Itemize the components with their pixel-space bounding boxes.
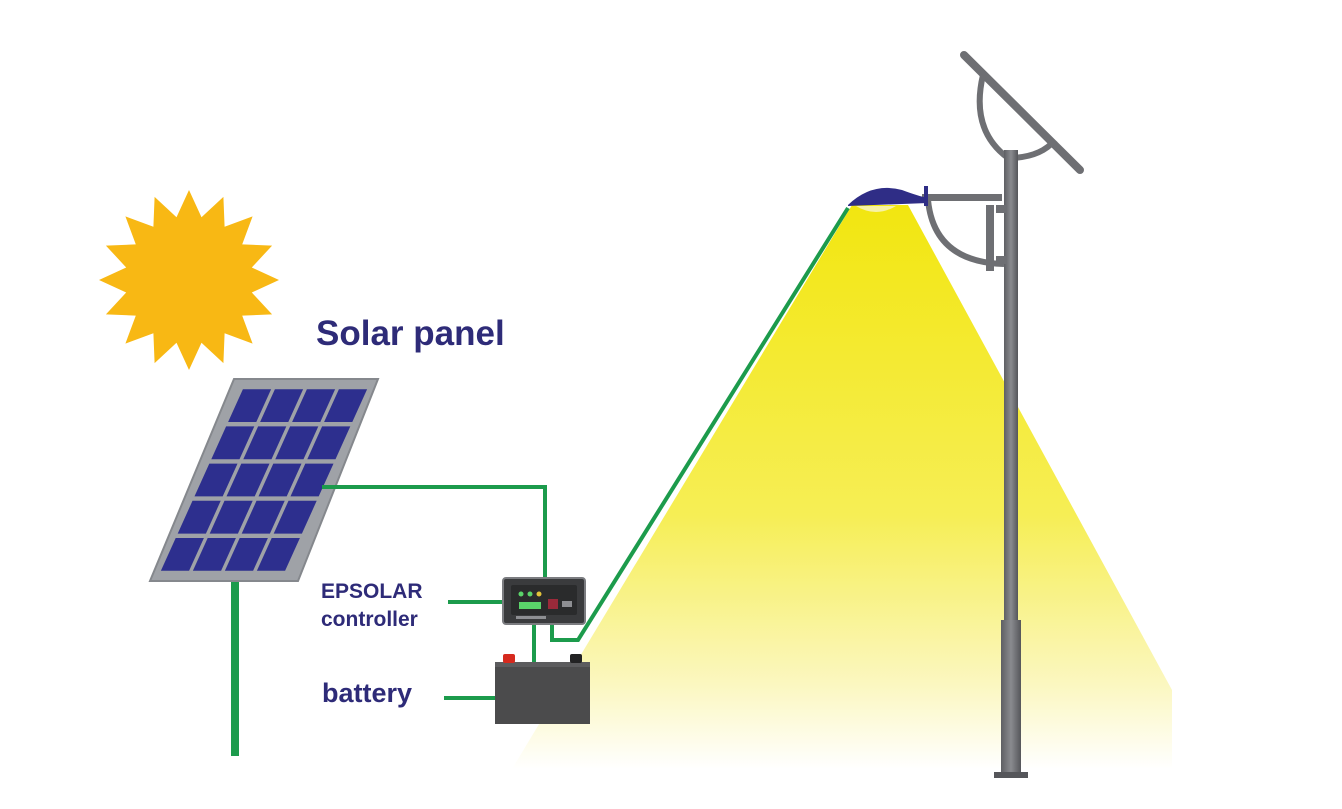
- solar-cell: [256, 538, 300, 571]
- solar-cell: [224, 538, 268, 571]
- sun-icon: [99, 190, 279, 370]
- solar-cell: [160, 538, 204, 571]
- street-light-icon: [848, 51, 1084, 778]
- solar-cell: [177, 500, 221, 534]
- controller-label-line2: controller: [321, 608, 418, 631]
- solar-cell: [275, 426, 319, 460]
- solar-panel-pole: [231, 578, 239, 756]
- solar-cell: [273, 500, 317, 534]
- controller-label-line1: EPSOLAR: [321, 580, 423, 603]
- battery-label: battery: [322, 678, 413, 708]
- solar-cell: [243, 426, 287, 460]
- solar-cell: [324, 389, 368, 422]
- solar-panel-label: Solar panel: [316, 314, 505, 353]
- wiring: [322, 206, 850, 700]
- light-beam: [512, 205, 1172, 769]
- solar-cell: [292, 389, 336, 422]
- charge-controller-icon: [502, 577, 586, 625]
- solar-cell: [307, 426, 351, 460]
- solar-cell: [260, 389, 304, 422]
- wire-controller-to-lamp: [550, 206, 850, 642]
- controller-label: EPSOLAR controller: [321, 578, 423, 634]
- solar-cell: [226, 463, 270, 497]
- solar-panel-icon: [148, 378, 380, 582]
- battery-icon: [495, 654, 590, 724]
- solar-cell: [194, 463, 238, 497]
- solar-cell: [228, 389, 272, 422]
- solar-cell: [241, 500, 285, 534]
- solar-cell: [258, 463, 302, 497]
- solar-cell: [290, 463, 334, 497]
- wire-panel-to-controller: [322, 485, 547, 578]
- solar-cell: [192, 538, 236, 571]
- solar-cell: [211, 426, 255, 460]
- solar-cell: [209, 500, 253, 534]
